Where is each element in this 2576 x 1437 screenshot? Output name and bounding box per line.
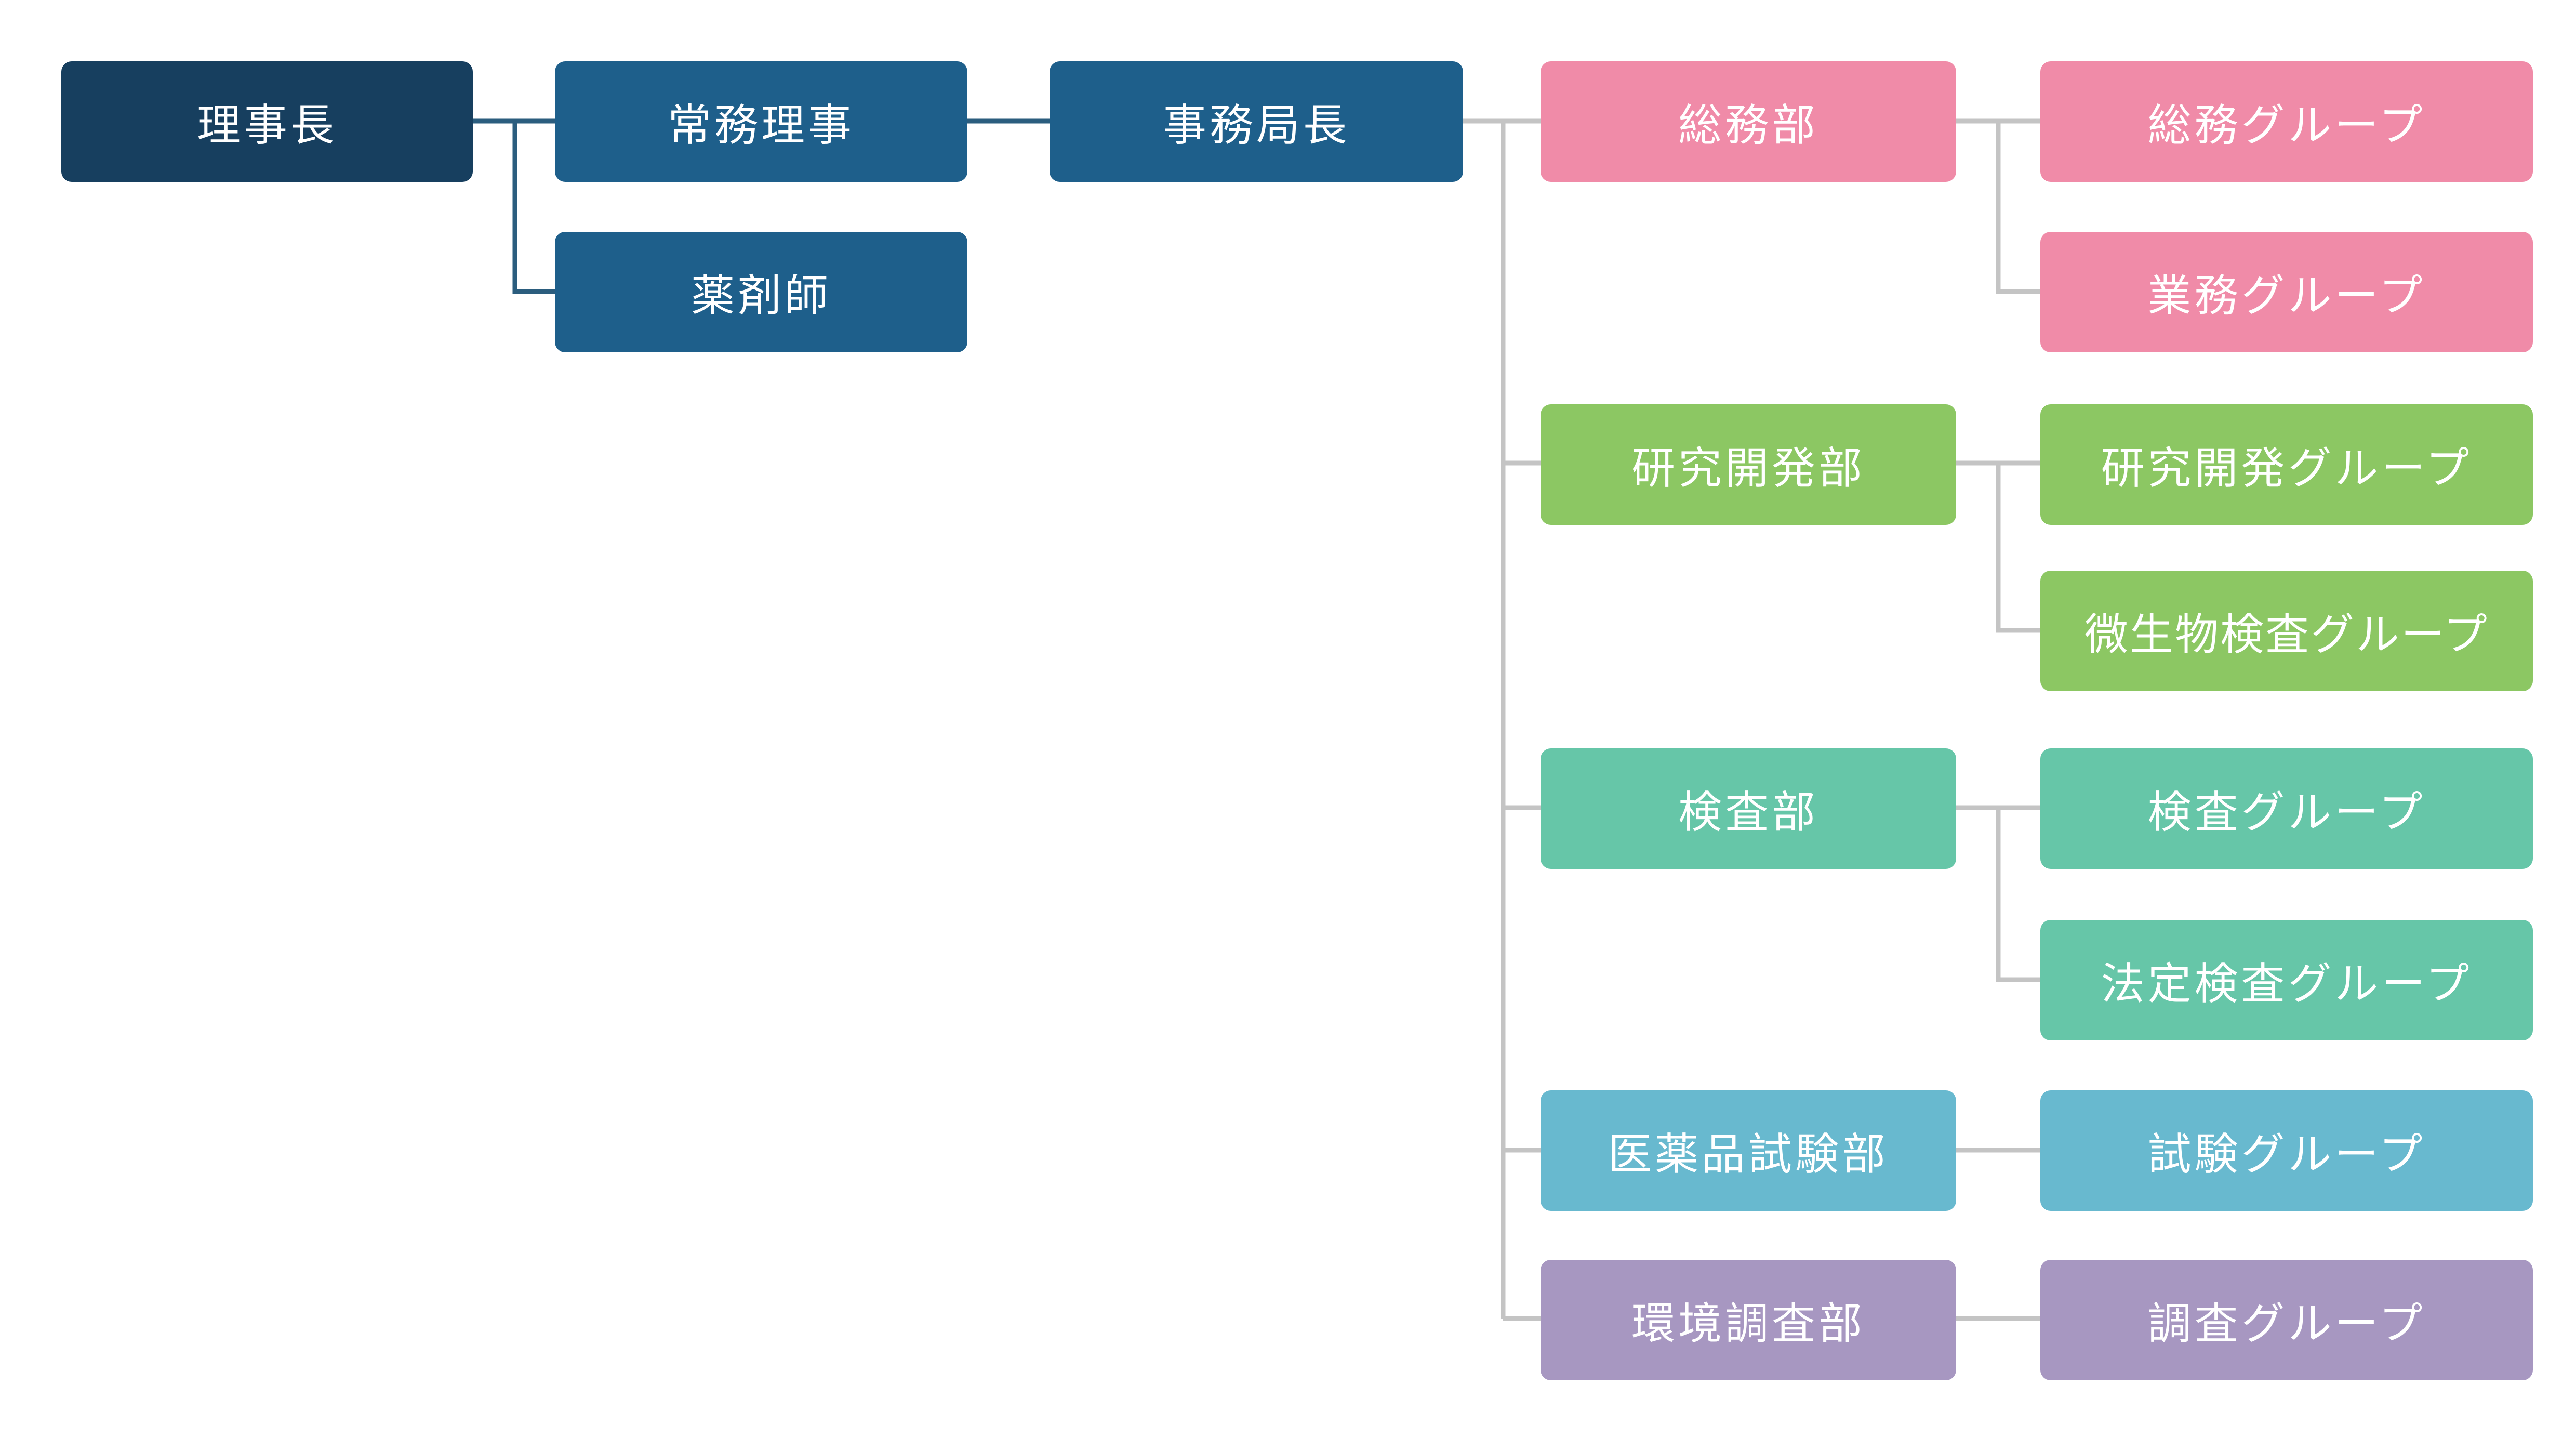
node-label: 総務グループ bbox=[2147, 99, 2426, 151]
connector-secretary bbox=[1463, 118, 1541, 1321]
node-secretary-general: 事務局長 bbox=[1050, 61, 1463, 182]
node-general-affairs-group: 総務グループ bbox=[2040, 61, 2533, 182]
node-pharmacist: 薬剤師 bbox=[555, 232, 967, 352]
node-testing-group: 試験グループ bbox=[2040, 1090, 2533, 1211]
node-statutory-inspection-group: 法定検査グループ bbox=[2040, 920, 2533, 1040]
node-label: 業務グループ bbox=[2147, 270, 2426, 321]
node-label: 環境調査部 bbox=[1631, 1298, 1865, 1349]
node-label: 微生物検査グループ bbox=[2084, 609, 2489, 660]
node-executive-director: 常務理事 bbox=[555, 61, 967, 182]
node-label: 理事長 bbox=[196, 99, 337, 151]
node-survey-group: 調査グループ bbox=[2040, 1260, 2533, 1380]
node-rnd-dept: 研究開発部 bbox=[1541, 404, 1956, 525]
node-label: 法定検査グループ bbox=[2101, 958, 2473, 1009]
node-operations-group: 業務グループ bbox=[2040, 232, 2533, 352]
node-label: 薬剤師 bbox=[691, 270, 831, 321]
node-label: 研究開発部 bbox=[1631, 442, 1865, 494]
node-pharma-testing-dept: 医薬品試験部 bbox=[1541, 1090, 1956, 1211]
node-rnd-group: 研究開発グループ bbox=[2040, 404, 2533, 525]
node-label: 検査部 bbox=[1678, 786, 1818, 838]
connector-general-affairs bbox=[1956, 118, 2040, 294]
node-env-survey-dept: 環境調査部 bbox=[1541, 1260, 1956, 1380]
connector-rnd bbox=[1956, 460, 2040, 633]
node-label: 常務理事 bbox=[667, 99, 855, 151]
node-label: 研究開発グループ bbox=[2101, 442, 2473, 494]
node-chairman: 理事長 bbox=[61, 61, 473, 182]
node-inspection-dept: 検査部 bbox=[1541, 748, 1956, 869]
connector-chairman bbox=[473, 118, 555, 294]
node-label: 試験グループ bbox=[2147, 1128, 2426, 1180]
connector-inspection bbox=[1956, 805, 2040, 982]
node-label: 総務部 bbox=[1678, 99, 1818, 151]
node-label: 調査グループ bbox=[2147, 1298, 2426, 1349]
node-label: 医薬品試験部 bbox=[1608, 1128, 1889, 1180]
node-general-affairs-dept: 総務部 bbox=[1541, 61, 1956, 182]
node-microbial-testing-group: 微生物検査グループ bbox=[2040, 571, 2533, 691]
node-label: 事務局長 bbox=[1162, 99, 1350, 151]
node-label: 検査グループ bbox=[2147, 786, 2426, 838]
node-inspection-group: 検査グループ bbox=[2040, 748, 2533, 869]
